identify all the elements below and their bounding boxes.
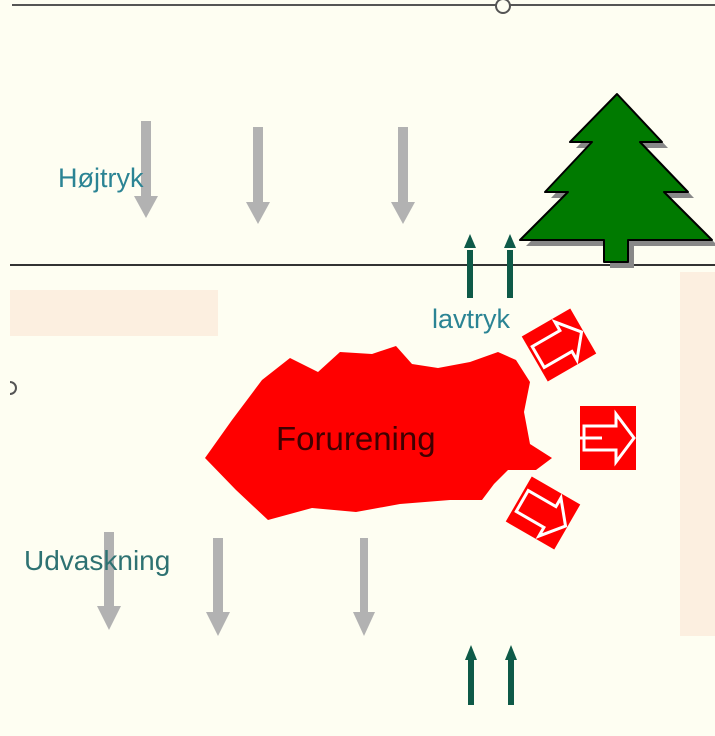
up-arrow-icon [465,645,477,705]
vapor-arrows-bottom [465,645,517,705]
pollution-label: Forurening [276,420,436,457]
left-handle [9,381,17,395]
left-peach-panel [10,290,218,336]
down-arrow-icon [353,538,375,636]
down-arrow-icon [97,532,121,630]
spread-arrow-icon [521,308,597,382]
leaching-label: Udvaskning [24,545,171,576]
down-arrow-icon [134,121,158,218]
high-pressure-label: Højtryk [58,163,144,193]
spread-arrow-icon [580,406,636,470]
vapor-arrows-top [464,234,516,298]
up-arrow-icon [464,234,476,298]
pine-tree-icon [519,93,715,268]
rain-arrows-top [134,121,415,224]
down-arrow-icon [206,538,230,636]
up-arrow-icon [504,234,516,298]
spread-arrow-icon [505,476,581,550]
pollution-blob [205,346,552,520]
down-arrow-icon [391,127,415,224]
low-pressure-label: lavtryk [432,304,511,334]
down-arrow-icon [246,127,270,224]
leaching-arrows [97,532,375,636]
up-arrow-icon [505,645,517,705]
top-handle [495,0,511,14]
right-peach-panel [680,272,715,636]
